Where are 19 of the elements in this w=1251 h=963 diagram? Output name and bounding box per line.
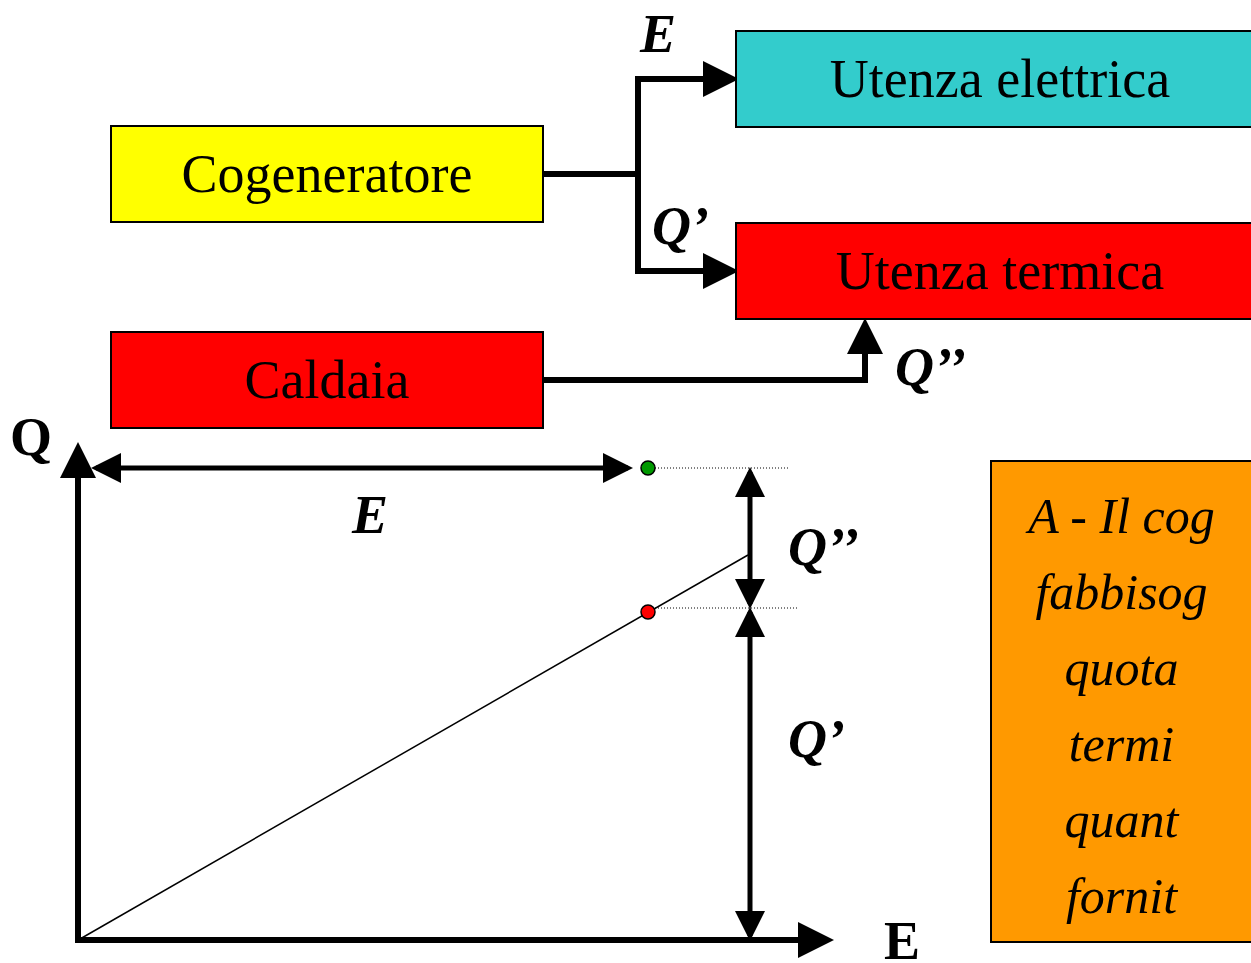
process-box (110, 331, 544, 429)
box-label: Cogeneratore (181, 143, 473, 205)
axis-label: E (884, 914, 921, 963)
note-text: A - Il cog fabbisog quota termi quant fornit (1014, 478, 1229, 934)
box-label: Utenza termica (835, 240, 1165, 302)
dimension-label: Q’ (788, 712, 845, 766)
axis-label: Q (10, 410, 52, 464)
box-label: Utenza elettrica (829, 48, 1171, 110)
edge-label: Q’ (652, 199, 709, 253)
process-box (735, 222, 1251, 320)
note-box (990, 460, 1251, 943)
box-label: Caldaia (244, 349, 410, 411)
dimension-label: E (352, 488, 389, 542)
process-box (735, 30, 1251, 128)
dimension-label: Q’’ (788, 520, 859, 574)
process-box (110, 125, 544, 223)
edge-label: E (640, 7, 677, 61)
arrow (544, 318, 883, 383)
edge-label: Q’’ (895, 340, 966, 394)
